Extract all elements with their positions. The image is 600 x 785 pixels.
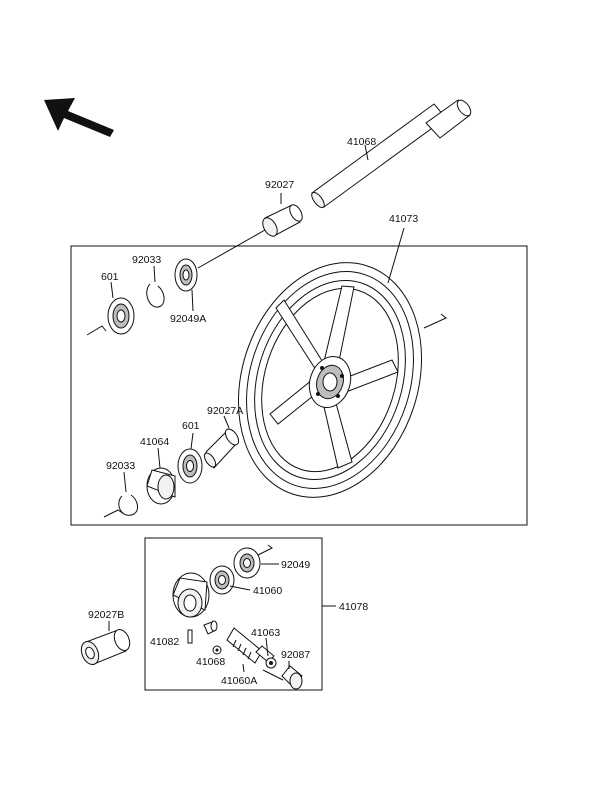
label-601-top: 601 [101, 271, 119, 283]
label-41082: 41082 [150, 636, 179, 648]
bearing-top [107, 297, 135, 335]
label-92049a: 92049A [170, 313, 206, 325]
label-92027b: 92027B [88, 609, 124, 621]
drive-gear-41060 [209, 565, 235, 595]
label-92049: 92049 [281, 559, 310, 571]
circlip-top [146, 283, 165, 308]
label-92027: 92027 [265, 179, 294, 191]
gear-housing [172, 572, 210, 618]
label-41060a: 41060A [221, 675, 257, 687]
gear-seal-92049 [233, 547, 261, 579]
washer-41068 [212, 645, 222, 655]
label-92033-mid: 92033 [106, 460, 135, 472]
wheel-assembly-frame [70, 245, 528, 526]
label-41060: 41060 [253, 585, 282, 597]
direction-arrow-icon [44, 98, 114, 137]
label-41068-top: 41068 [347, 136, 376, 148]
label-92027a: 92027A [207, 405, 243, 417]
label-41068-bot: 41068 [196, 656, 225, 668]
bearing-mid [177, 448, 203, 484]
spacer-collar [262, 204, 303, 237]
label-41063: 41063 [251, 627, 280, 639]
label-41073: 41073 [389, 213, 418, 225]
label-601-mid: 601 [182, 420, 200, 432]
collar-92027b [80, 628, 131, 666]
cast-wheel [237, 262, 423, 498]
label-92033-top: 92033 [132, 254, 161, 266]
pin-41082 [187, 629, 193, 644]
circlip-mid [118, 494, 139, 516]
label-92087: 92087 [281, 649, 310, 661]
label-41064: 41064 [140, 436, 169, 448]
distance-collar [203, 428, 240, 469]
hub-retainer [146, 467, 176, 505]
label-41078: 41078 [339, 601, 368, 613]
gear-assembly-frame [144, 537, 323, 691]
pinion-bushing [203, 620, 218, 635]
washer-41063 [265, 657, 277, 669]
axle-shaft [311, 99, 472, 209]
cable-nut-92087 [281, 665, 303, 690]
seal-92049a [174, 258, 198, 292]
